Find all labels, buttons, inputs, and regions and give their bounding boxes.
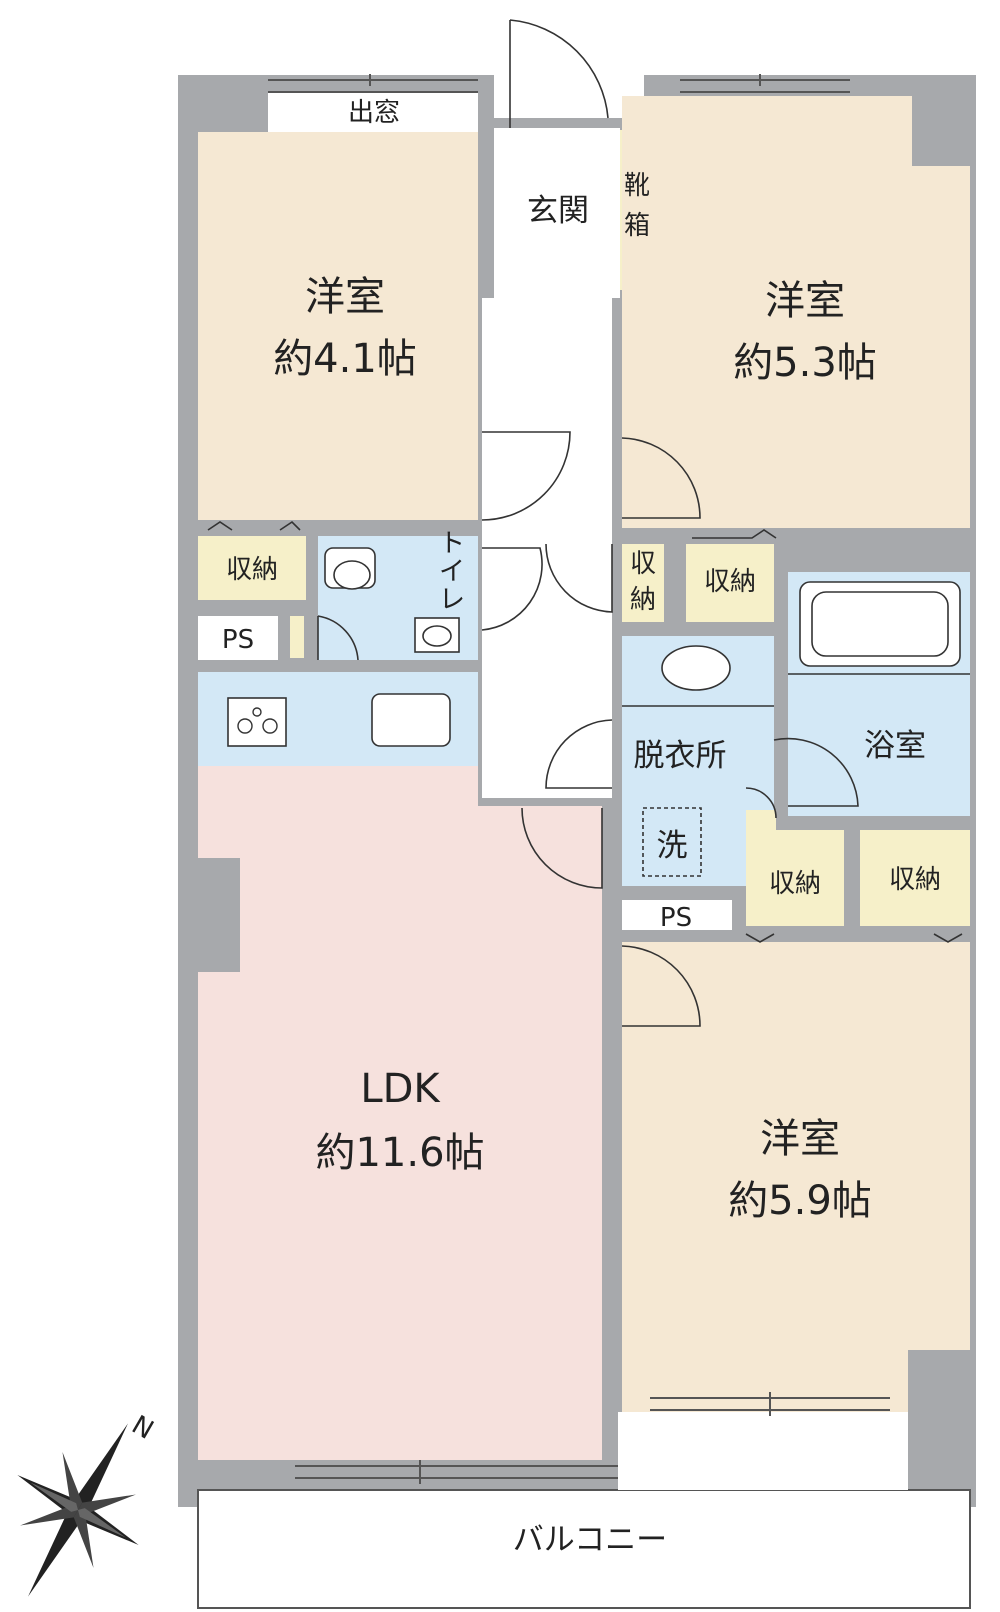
room-western-5-3 [622, 96, 970, 528]
ps-1 [198, 616, 278, 660]
washbasin [661, 645, 731, 691]
balcony [197, 1489, 971, 1609]
entrance [494, 128, 620, 298]
label-western-1: 洋室 [305, 274, 385, 320]
ps-2 [622, 900, 732, 930]
room-western-4-1 [198, 132, 478, 520]
label-storage-2b: 納 [630, 585, 656, 615]
label-ps-2: PS [660, 903, 692, 933]
label-toilet-3: レ [439, 585, 465, 615]
washer-space [642, 807, 702, 877]
label-ldk-size: 約11.6帖 [315, 1130, 484, 1176]
label-western-3: 洋室 [760, 1116, 840, 1162]
label-bay-window: 出窓 [348, 98, 400, 128]
storage-1 [198, 536, 306, 600]
room-western-5-9 [622, 942, 970, 1412]
label-storage-1: 収納 [226, 555, 278, 585]
sink [371, 693, 451, 747]
label-western-2: 洋室 [765, 278, 845, 324]
label-storage-4: 収納 [769, 869, 821, 899]
label-balcony: バルコニー [513, 1522, 667, 1558]
storage-5 [860, 830, 970, 926]
label-western-3-size: 約5.9帖 [728, 1178, 872, 1224]
label-bath: 浴室 [864, 728, 926, 764]
label-washer: 洗 [657, 828, 688, 864]
compass-north-label: N [127, 1410, 159, 1446]
label-ldk: LDK [360, 1066, 441, 1112]
label-ps-1: PS [222, 625, 254, 655]
label-storage-2a: 収 [630, 549, 656, 579]
label-storage-3: 収納 [704, 567, 756, 597]
label-dressing: 脱衣所 [634, 738, 727, 774]
label-shoe-box-1: 靴 [624, 171, 650, 201]
entrance-exterior [494, 0, 644, 118]
room-ldk [198, 766, 602, 1460]
storage-4 [746, 830, 844, 926]
bay-window [268, 92, 478, 132]
label-entrance: 玄関 [527, 193, 589, 229]
storage-3 [686, 544, 774, 622]
label-western-2-size: 約5.3帖 [733, 340, 877, 386]
label-toilet-1: ト [439, 529, 465, 559]
label-western-1-size: 約4.1帖 [273, 336, 417, 382]
label-toilet-2: イ [439, 557, 465, 587]
label-storage-5: 収納 [889, 865, 941, 895]
stove [227, 697, 287, 747]
storage-2 [622, 544, 664, 622]
label-shoe-box-2: 箱 [624, 211, 650, 241]
bathtub [799, 581, 961, 667]
compass-rose-icon: N [17, 1410, 159, 1597]
